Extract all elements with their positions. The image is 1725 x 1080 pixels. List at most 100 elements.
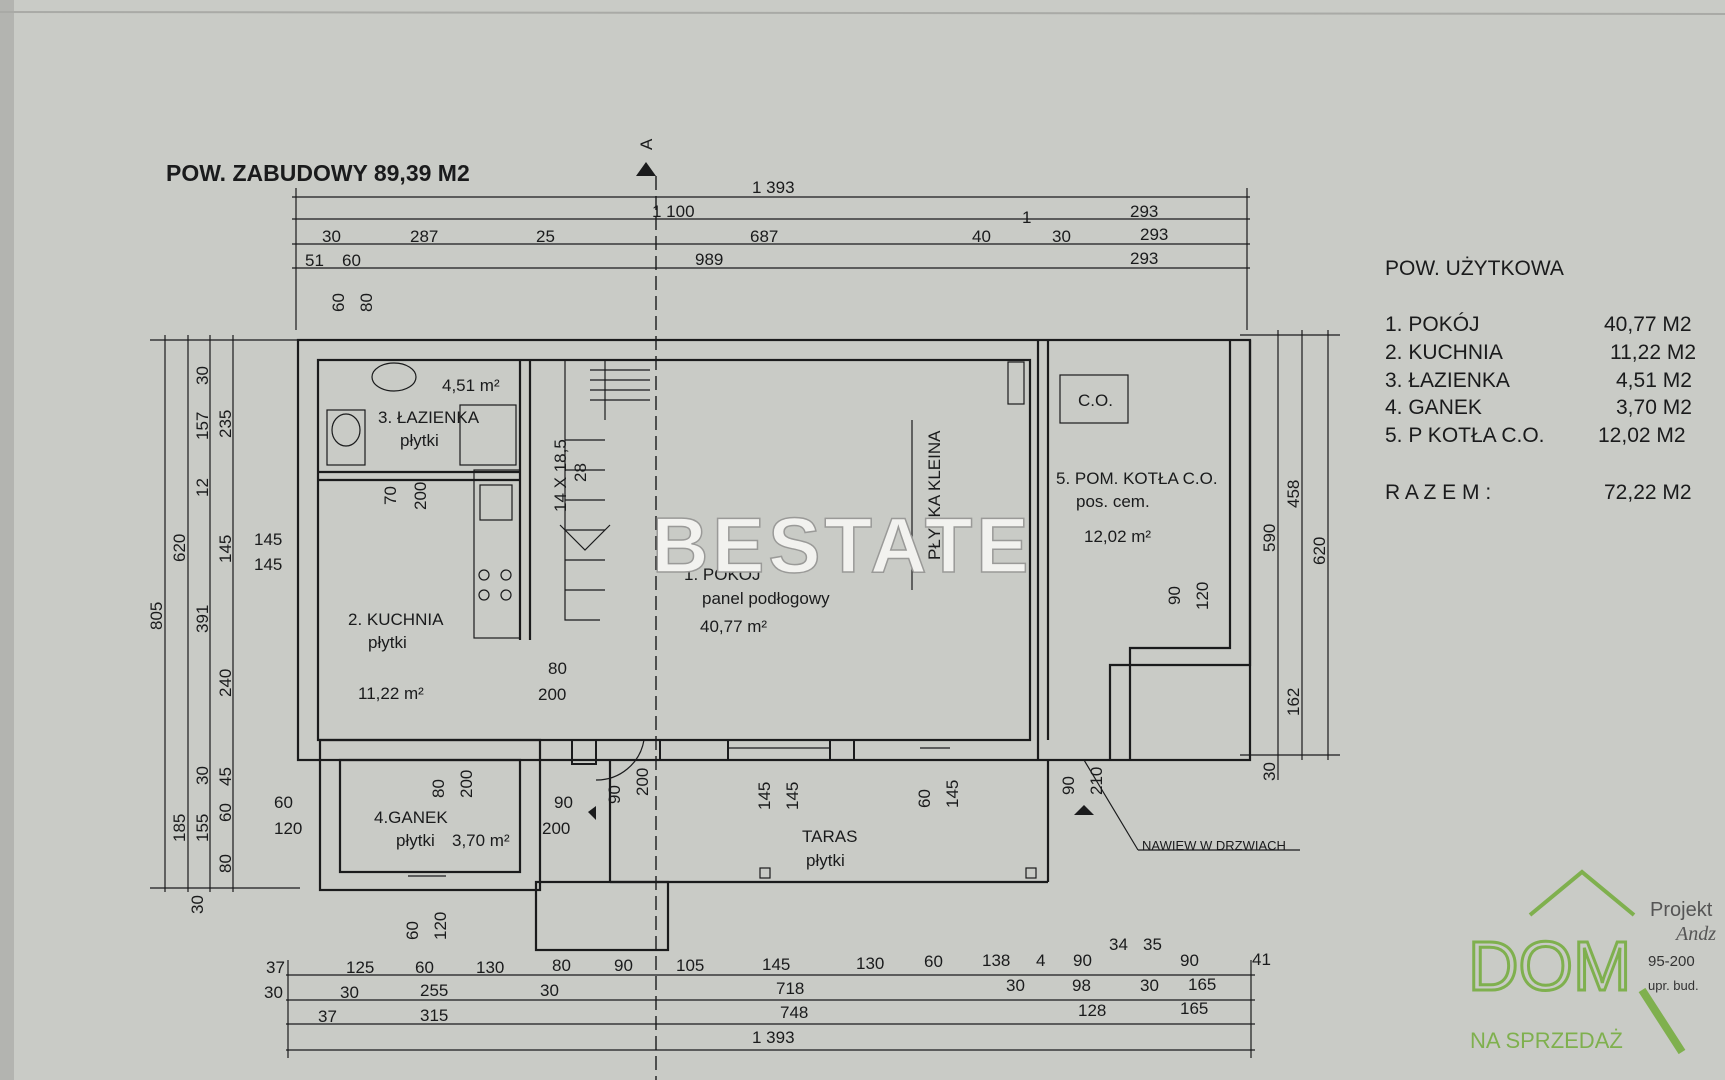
bottom-dim-105: 105 <box>676 956 704 975</box>
legend-item-2-value: 11,22 M2 <box>1610 341 1696 364</box>
int-dim-90-kotl-win: 90 <box>1165 586 1184 605</box>
left-dim-235: 235 <box>216 410 235 438</box>
paper-shadow-left <box>0 0 14 1080</box>
int-dim-70: 70 <box>381 486 400 505</box>
int-dim-90-ganek: 90 <box>554 793 573 812</box>
kuchnia-floor: płytki <box>368 633 407 652</box>
pokoj-area: 40,77 m² <box>700 617 767 636</box>
left-dim-45: 45 <box>216 767 235 786</box>
bottom-dim-145: 145 <box>762 955 790 974</box>
logo-line4: upr. bud. <box>1648 978 1699 993</box>
watermark: BESTATE <box>652 501 1032 589</box>
int-dim-120-kotl-win: 120 <box>1193 582 1212 610</box>
left-dim-12: 12 <box>193 478 212 497</box>
legend-item-2-name: 2. KUCHNIA <box>1385 341 1503 364</box>
house-roof-icon <box>1528 869 1636 917</box>
bottom-dim-125: 125 <box>346 958 374 977</box>
pokoj-name: 1. POKÓJ <box>684 565 761 584</box>
bottom-dim-4: 4 <box>1036 951 1045 970</box>
kuchnia-area: 11,22 m² <box>358 684 424 703</box>
top-dim-51: 51 <box>305 251 324 270</box>
bottom-dim-30d: 30 <box>1006 976 1025 995</box>
top-dim-293a: 293 <box>1130 202 1158 221</box>
plan-title: POW. ZABUDOWY 89,39 M2 <box>166 160 470 186</box>
int-dim-200-ganek: 200 <box>457 770 476 798</box>
legend-total-label: R A Z E M : <box>1385 481 1491 504</box>
int-dim-145-taras-b: 145 <box>783 782 802 810</box>
logo-tagline: NA SPRZEDAŻ <box>1470 1028 1623 1053</box>
int-dim-stairs: 14 X 18,5 <box>551 439 570 512</box>
right-dim-162: 162 <box>1284 688 1303 716</box>
legend-item-5-value: 12,02 M2 <box>1598 424 1686 447</box>
right-dim-590: 590 <box>1260 524 1279 552</box>
int-dim-145-taras-a: 145 <box>755 782 774 810</box>
left-dim-805: 805 <box>147 602 166 630</box>
bottom-dim-255: 255 <box>420 981 448 1000</box>
top-dim-687: 687 <box>750 227 778 246</box>
int-dim-200-bath: 200 <box>411 482 430 510</box>
magnifier-handle-icon <box>1638 987 1686 1055</box>
legend-item-4-name: 4. GANEK <box>1385 396 1482 419</box>
kotlownia-area: 12,02 m² <box>1084 527 1151 546</box>
kotlownia-name: 5. POM. KOTŁA C.O. <box>1056 469 1218 488</box>
bottom-dim-130a: 130 <box>476 958 504 977</box>
int-dim-120-bottom: 120 <box>431 912 450 940</box>
left-dim-391: 391 <box>193 605 212 633</box>
bottom-dim-128: 128 <box>1078 1001 1106 1020</box>
logo-projekt: Projekt <box>1650 899 1713 921</box>
logo-letters: DOM <box>1468 927 1631 1005</box>
left-dim-185: 185 <box>170 814 189 842</box>
top-dim-60: 60 <box>342 251 361 270</box>
dom-na-sprzedaz-logo: DOM NA SPRZEDAŻ Projekt Andz 95-200 upr.… <box>1467 869 1716 1055</box>
bottom-dim-90c: 90 <box>1180 951 1199 970</box>
bottom-dim-165a: 165 <box>1188 975 1216 994</box>
top-dim-1: 1 <box>1022 208 1031 227</box>
top-dim-1100: 1 100 <box>652 202 695 221</box>
vertical-note: PŁYTKA KLEINA <box>925 430 944 560</box>
right-dim-30: 30 <box>1260 762 1279 781</box>
right-dim-458: 458 <box>1284 480 1303 508</box>
section-marker-a: A <box>636 138 656 176</box>
int-dim-60-top: 60 <box>329 293 348 312</box>
ganek-area: 3,70 m² <box>452 831 510 850</box>
left-dim-155: 155 <box>193 814 212 842</box>
svg-text:A: A <box>637 138 656 150</box>
left-dim-30c: 30 <box>188 895 207 914</box>
left-dim-60: 60 <box>216 803 235 822</box>
bottom-dim-80: 80 <box>552 956 571 975</box>
top-dim-293b: 293 <box>1140 225 1168 244</box>
int-dim-200-ganek-b: 200 <box>542 819 570 838</box>
bottom-dimension-chain <box>286 960 1255 1058</box>
bottom-dim-90a: 90 <box>614 956 633 975</box>
legend-total-value: 72,22 M2 <box>1604 481 1692 504</box>
bottom-dim-34: 34 <box>1109 935 1128 954</box>
int-dim-28: 28 <box>571 463 590 482</box>
ganek-name: 4.GANEK <box>374 808 448 827</box>
ganek-floor: płytki <box>396 831 435 850</box>
int-dim-60-bottom: 60 <box>403 921 422 940</box>
bottom-dim-138: 138 <box>982 951 1010 970</box>
bottom-dim-315: 315 <box>420 1006 448 1025</box>
int-dim-210-kotl: 210 <box>1087 767 1106 795</box>
int-dim-120-ganek-left: 120 <box>274 819 302 838</box>
bottom-dim-718: 718 <box>776 979 804 998</box>
bottom-dim-37b: 37 <box>318 1007 337 1026</box>
co-label: C.O. <box>1078 391 1113 410</box>
int-dim-200-kitchen: 200 <box>538 685 566 704</box>
left-dim-157: 157 <box>193 412 212 440</box>
bottom-dim-total: 1 393 <box>752 1028 795 1047</box>
int-dim-80-top: 80 <box>357 293 376 312</box>
bottom-dim-90b: 90 <box>1073 951 1092 970</box>
bottom-dim-60b: 60 <box>924 952 943 971</box>
taras-floor: płytki <box>806 851 845 870</box>
int-dim-90-kotl: 90 <box>1059 776 1078 795</box>
taras-name: TARAS <box>802 827 857 846</box>
int-dim-60-ganek-left: 60 <box>274 793 293 812</box>
int-dim-200-door: 200 <box>633 768 652 796</box>
right-dim-620: 620 <box>1310 537 1329 565</box>
left-dim-145: 145 <box>216 535 235 563</box>
logo-line3: 95-200 <box>1648 953 1695 970</box>
kotlownia-floor: pos. cem. <box>1076 492 1150 511</box>
usable-area-legend: POW. UŻYTKOWA 1. POKÓJ 40,77 M2 2. KUCHN… <box>1385 257 1696 504</box>
left-dim-240: 240 <box>216 669 235 697</box>
